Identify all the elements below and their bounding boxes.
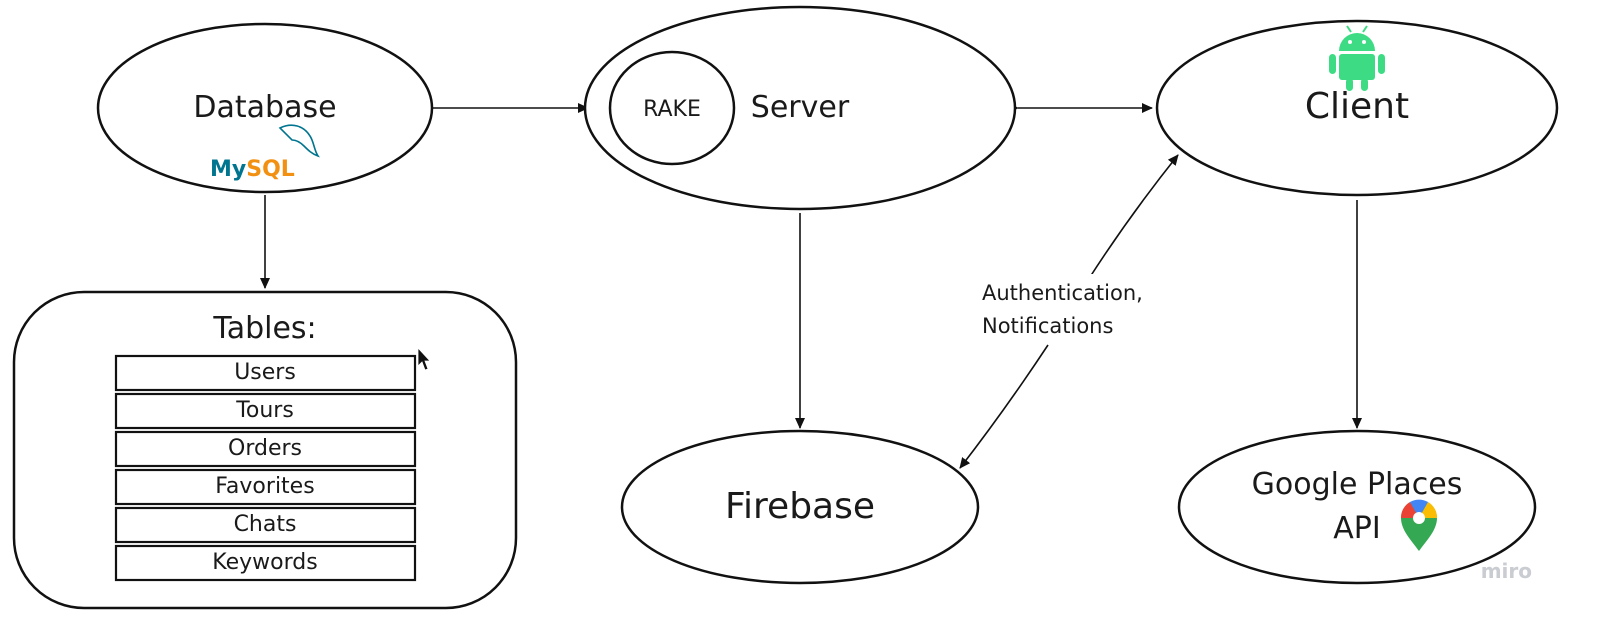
- google-places-node[interactable]: Google Places API: [1177, 429, 1537, 585]
- dolphin-icon: [278, 124, 320, 158]
- database-node[interactable]: Database MySQL: [96, 22, 434, 194]
- auth-label-line2: Notifications: [982, 314, 1113, 338]
- tables-title: Tables:: [212, 311, 316, 346]
- table-row[interactable]: Orders: [114, 430, 417, 468]
- miro-watermark: miro: [1481, 559, 1532, 583]
- firebase-node[interactable]: Firebase: [620, 429, 980, 585]
- table-row[interactable]: Favorites: [114, 468, 417, 506]
- table-row-label: Keywords: [212, 550, 317, 575]
- auth-edge-label: Authentication, Notifications: [978, 274, 1158, 344]
- client-label: Client: [1305, 86, 1409, 127]
- google-places-label-line1: Google Places: [1252, 467, 1463, 502]
- table-row-label: Chats: [234, 512, 297, 537]
- cursor-icon: [417, 346, 431, 371]
- edge-firebase-client-upper: [1089, 154, 1179, 278]
- table-row-label: Orders: [228, 436, 302, 461]
- tables-container[interactable]: Tables: Users Tours Orders Favorites Cha…: [12, 290, 518, 610]
- table-row[interactable]: Tours: [114, 392, 417, 430]
- mysql-logo-sql: SQL: [246, 157, 295, 182]
- mysql-logo-my: My: [210, 157, 246, 182]
- google-maps-pin-icon: [1400, 499, 1438, 551]
- server-node[interactable]: RAKE Server: [583, 5, 1017, 211]
- rake-label: RAKE: [643, 97, 701, 122]
- mysql-logo-text: MySQL: [210, 157, 295, 182]
- table-row[interactable]: Users: [114, 354, 417, 392]
- table-row-label: Favorites: [215, 474, 314, 499]
- firebase-label: Firebase: [725, 486, 875, 527]
- table-row[interactable]: Keywords: [114, 544, 417, 582]
- google-places-label-line2: API: [1333, 511, 1380, 546]
- database-label: Database: [193, 90, 336, 125]
- table-row[interactable]: Chats: [114, 506, 417, 544]
- edges: [260, 103, 1362, 469]
- rake-node[interactable]: [608, 50, 736, 166]
- tables-list: Users Tours Orders Favorites Chats Keywo…: [114, 354, 417, 582]
- table-row-label: Tours: [235, 398, 294, 423]
- mysql-logo: MySQL: [210, 124, 320, 182]
- auth-label-line1: Authentication,: [982, 281, 1143, 305]
- table-row-label: Users: [234, 360, 296, 385]
- edge-firebase-client-lower: [959, 344, 1049, 469]
- server-label: Server: [751, 90, 850, 125]
- android-icon: [1329, 25, 1385, 91]
- client-node[interactable]: Client: [1155, 19, 1559, 197]
